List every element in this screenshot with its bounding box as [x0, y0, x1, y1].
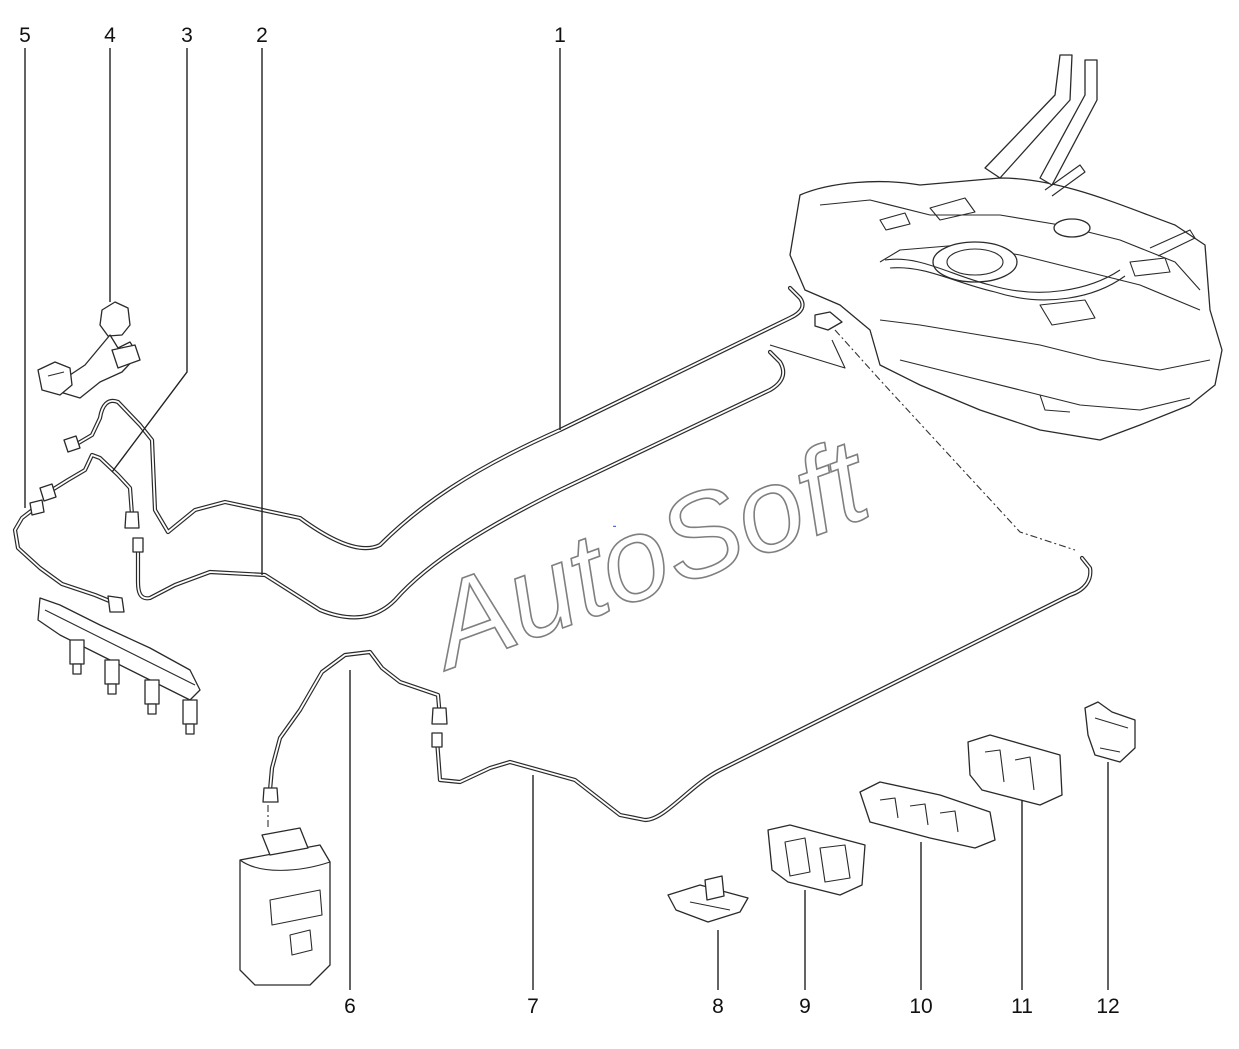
fuel-pipe-2: [132, 349, 786, 620]
part-number-12: 12: [1096, 995, 1119, 1018]
part-number-8: 8: [712, 995, 724, 1018]
part-number-labels: 1 2 3 4 5 6 7 8 9 10 11 12: [19, 24, 1120, 1018]
pipe-routing-arrow: [769, 339, 846, 369]
part-number-10: 10: [909, 995, 932, 1018]
fuel-pipe-6: [262, 649, 448, 803]
clip-11: [967, 734, 1063, 806]
part-number-11: 11: [1011, 995, 1033, 1018]
clip-9: [767, 824, 866, 896]
clip-10: [859, 781, 996, 849]
fuel-tank: [789, 54, 1223, 441]
watermark-text: AutoSoft: [408, 413, 888, 695]
fuel-rail-injectors: [37, 597, 201, 735]
pipe-routing-dashed-line: [834, 329, 1076, 551]
fuel-pipe-5: [12, 499, 125, 613]
clip-8: [667, 875, 749, 923]
leader-lines: [24, 48, 1109, 990]
pipe-bracket-4: [37, 301, 141, 399]
part-number-9: 9: [799, 995, 811, 1018]
part-number-1: 1: [554, 24, 566, 47]
charcoal-canister: [239, 805, 331, 986]
part-number-4: 4: [104, 24, 116, 47]
part-number-7: 7: [527, 995, 539, 1018]
fuel-pipe-3: [39, 452, 140, 529]
part-number-5: 5: [19, 24, 31, 47]
clip-12: [1084, 701, 1136, 763]
part-number-3: 3: [181, 24, 193, 47]
part-number-2: 2: [256, 24, 268, 47]
watermark-dot: ⁃: [612, 522, 617, 533]
fuel-pipe-1: [63, 285, 805, 551]
part-number-6: 6: [344, 995, 356, 1018]
fuel-pipe-7: [431, 555, 1093, 823]
